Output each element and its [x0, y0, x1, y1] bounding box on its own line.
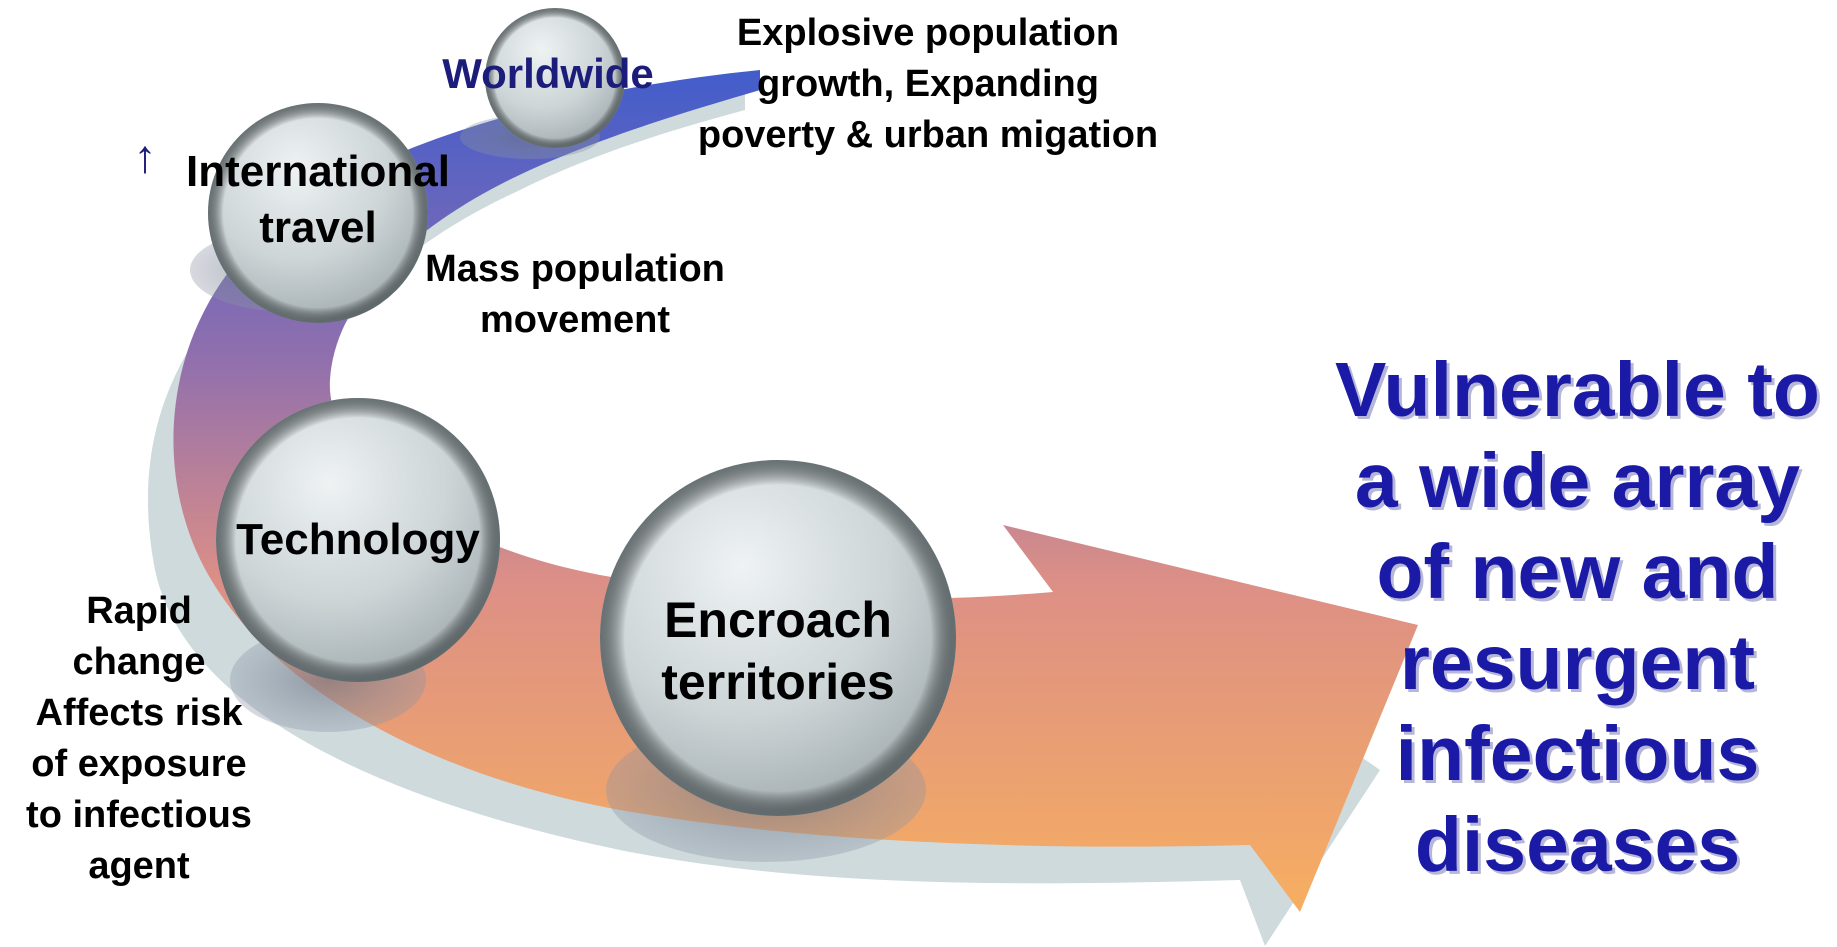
sphere-international-travel: [208, 103, 428, 323]
label-mass-population-movement: Mass population movement: [425, 248, 725, 341]
curved-arrow: [173, 70, 1418, 912]
label-international-travel: International travel: [185, 147, 451, 252]
label-explosive-population: Explosive population growth, Expanding p…: [697, 12, 1159, 156]
headline-vulnerable: Vulnerable to a wide array of new and re…: [1335, 347, 1820, 888]
sphere-encroach: [600, 460, 956, 816]
label-worldwide: Worldwide: [442, 50, 654, 97]
sphere-technology: [216, 398, 500, 682]
label-encroach-territories: Encroach territories: [661, 592, 895, 710]
sphere-worldwide: [485, 8, 625, 148]
up-arrow-icon: ↑: [133, 130, 157, 182]
label-rapid-change: Rapid change Affects risk of exposure to…: [26, 590, 252, 887]
label-technology: Technology: [236, 515, 480, 564]
